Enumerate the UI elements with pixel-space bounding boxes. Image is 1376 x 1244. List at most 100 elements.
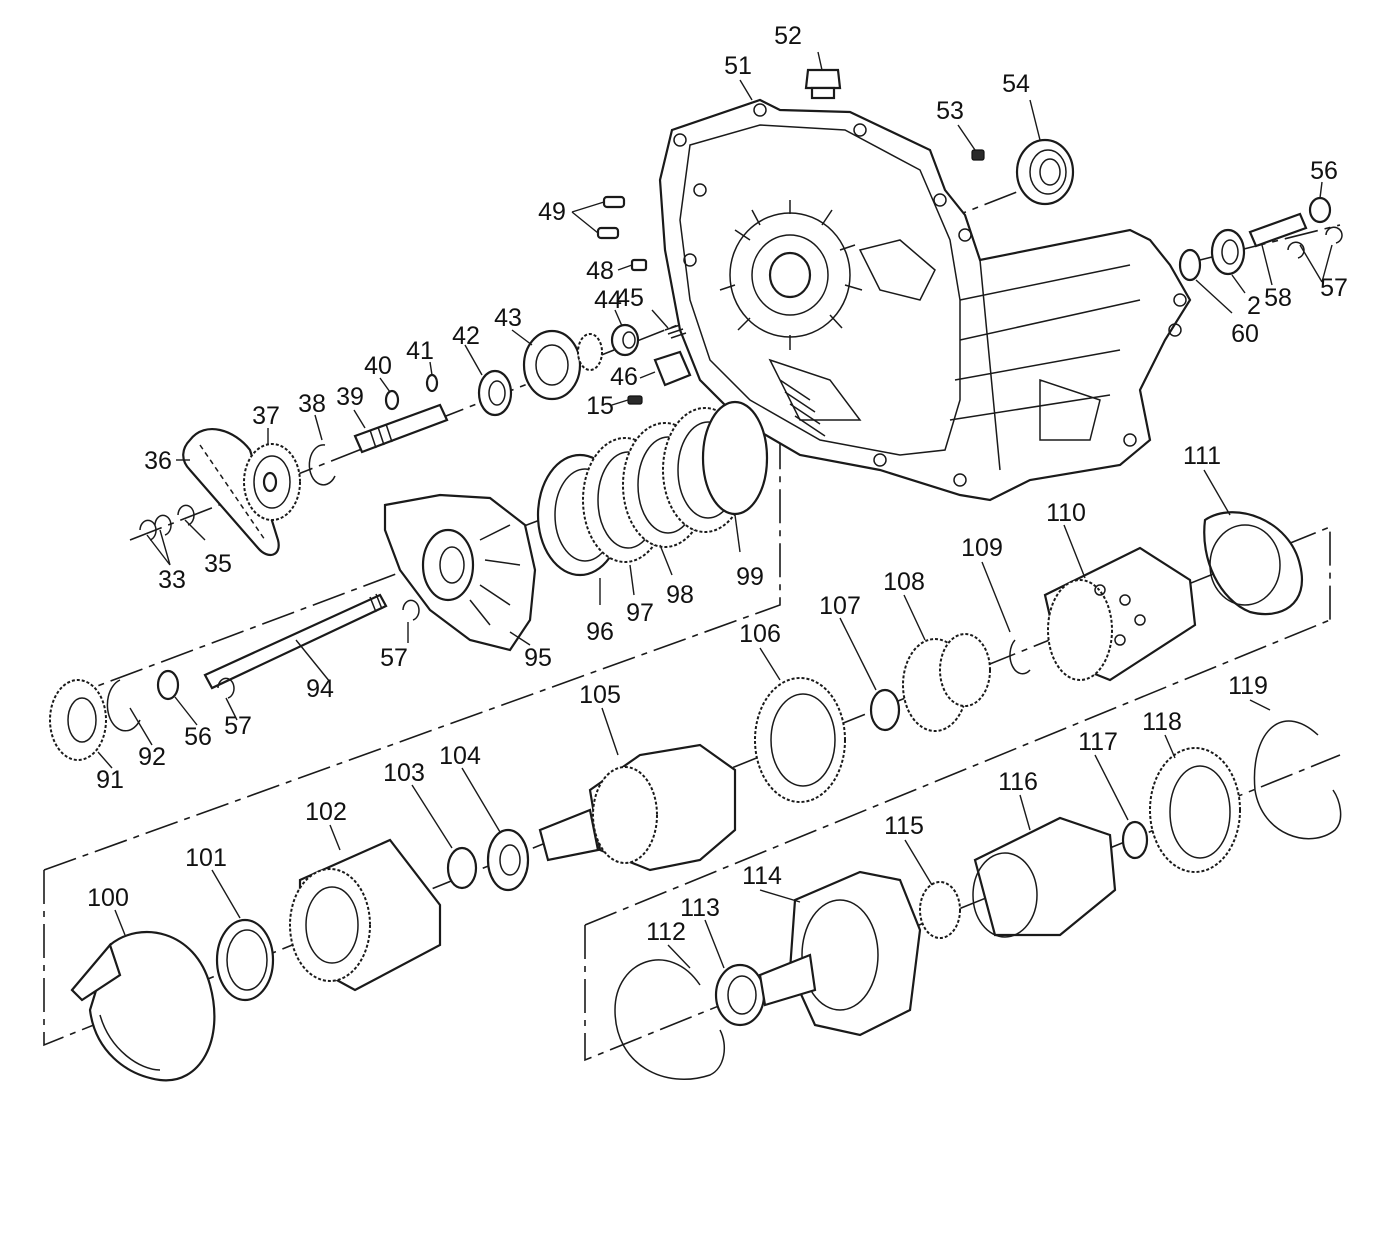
label-118: 118 — [1142, 708, 1182, 736]
label-57-low: 57 — [224, 712, 252, 740]
part-39-shaft — [353, 403, 449, 454]
label-103: 103 — [383, 759, 425, 787]
label-58: 58 — [1264, 284, 1292, 312]
part-110-housing — [1043, 546, 1197, 682]
label-56-low: 56 — [184, 723, 212, 751]
part-105-carrier — [538, 743, 737, 872]
label-105: 105 — [579, 681, 621, 709]
label-97: 97 — [626, 599, 654, 627]
part-115-gear — [919, 881, 961, 939]
label-108: 108 — [883, 568, 925, 596]
part-37-sprocket — [243, 443, 301, 521]
part-53-bolt — [971, 149, 985, 161]
label-57-top: 57 — [1320, 274, 1348, 302]
label-99: 99 — [736, 563, 764, 591]
label-39: 39 — [336, 383, 364, 411]
part-112-snap-ring — [614, 959, 726, 1080]
part-108-gear-set — [902, 633, 991, 732]
part-117-ring — [1121, 820, 1149, 860]
part-102-drum — [289, 838, 442, 992]
label-119: 119 — [1228, 672, 1268, 700]
transmission-case — [658, 98, 1192, 502]
part-54-seal — [1015, 138, 1075, 206]
part-57-clip-low — [217, 677, 235, 699]
label-33: 33 — [158, 566, 186, 594]
label-37: 37 — [252, 402, 280, 430]
part-118-ring-gear — [1149, 747, 1241, 873]
part-52-plug — [804, 68, 842, 100]
label-44: 44 — [594, 286, 622, 314]
label-95: 95 — [524, 644, 552, 672]
label-45: 45 — [616, 284, 644, 312]
part-113-washer — [714, 963, 766, 1027]
label-116: 116 — [998, 768, 1038, 796]
label-46: 46 — [610, 363, 638, 391]
label-106: 106 — [739, 620, 781, 648]
label-43: 43 — [494, 304, 522, 332]
part-58-shaft — [1248, 212, 1308, 248]
part-38-snap-ring — [308, 444, 336, 486]
label-107: 107 — [819, 592, 861, 620]
label-104: 104 — [439, 742, 481, 770]
part-95-cover — [383, 493, 537, 652]
clutch-plates-96-99 — [536, 400, 769, 577]
label-57-mid: 57 — [380, 644, 408, 672]
part-56-bushing-low — [156, 669, 180, 701]
part-57-clip-mid — [402, 599, 420, 621]
part-46-bracket — [653, 350, 692, 387]
label-35: 35 — [204, 550, 232, 578]
label-52: 52 — [774, 22, 802, 50]
part-36-drive-chain — [182, 428, 280, 557]
part-101-plate — [215, 918, 275, 1002]
label-60: 60 — [1231, 320, 1259, 348]
label-53: 53 — [936, 97, 964, 125]
label-117: 117 — [1078, 728, 1118, 756]
label-102: 102 — [305, 798, 347, 826]
part-104-washer — [486, 828, 530, 892]
part-15-bolt — [627, 395, 643, 405]
part-42-bearing — [477, 369, 513, 417]
part-41-ring — [425, 373, 439, 393]
label-114: 114 — [742, 862, 782, 890]
label-98: 98 — [666, 581, 694, 609]
label-49: 49 — [538, 198, 566, 226]
label-111: 111 — [1183, 442, 1221, 470]
label-40: 40 — [364, 352, 392, 380]
part-2-seal — [1210, 228, 1246, 276]
label-36: 36 — [144, 447, 172, 475]
label-56-top: 56 — [1310, 157, 1338, 185]
part-44-bushing — [610, 323, 640, 357]
label-54: 54 — [1002, 70, 1030, 98]
label-110: 110 — [1046, 499, 1086, 527]
label-41: 41 — [406, 337, 434, 365]
part-45-spring — [664, 324, 687, 339]
part-106-ring-gear — [754, 677, 846, 803]
part-56-bushing-top — [1308, 196, 1332, 224]
label-112: 112 — [646, 918, 686, 946]
part-109-ring — [1009, 639, 1031, 675]
label-101: 101 — [185, 844, 227, 872]
label-15: 15 — [586, 392, 614, 420]
label-42: 42 — [452, 322, 480, 350]
label-91: 91 — [96, 766, 124, 794]
part-49-dowels — [596, 195, 626, 240]
part-91-gear — [49, 679, 107, 761]
part-103-ring — [446, 846, 478, 890]
callout-labels: 52 51 54 53 49 48 44 45 46 15 43 42 41 4… — [87, 22, 1348, 946]
part-94-shaft — [203, 593, 388, 690]
part-100-band — [70, 931, 216, 1082]
label-92: 92 — [138, 743, 166, 771]
part-60-ring — [1178, 248, 1202, 282]
label-100: 100 — [87, 884, 129, 912]
part-92-ring — [106, 679, 141, 732]
part-111-band — [1203, 511, 1303, 616]
label-96: 96 — [586, 618, 614, 646]
part-48-fitting — [630, 258, 648, 272]
label-113: 113 — [680, 894, 720, 922]
part-114-carrier — [758, 870, 922, 1037]
label-2: 2 — [1247, 292, 1261, 320]
part-43-gear — [522, 329, 603, 401]
leader-lines — [97, 51, 1333, 969]
part-57-clips-top — [1287, 226, 1343, 259]
